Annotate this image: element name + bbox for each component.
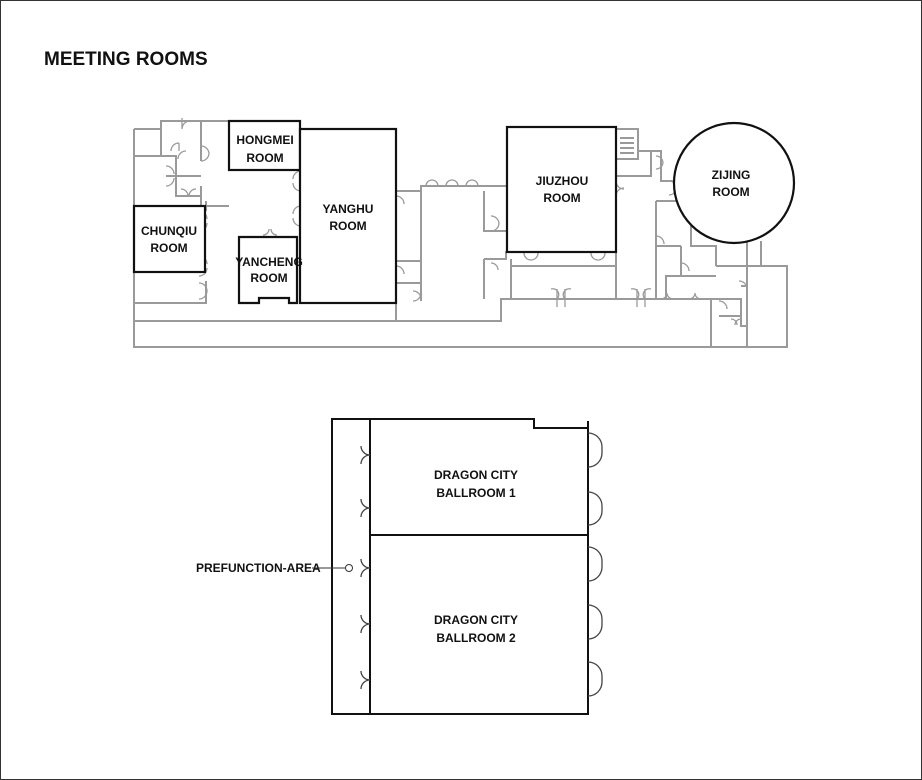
yanghu-label-2: ROOM	[329, 219, 366, 233]
ballroom1-label-2: BALLROOM 1	[436, 486, 516, 500]
jiuzhou-label-2: ROOM	[543, 191, 580, 205]
ballroom-doors	[360, 432, 603, 697]
ballroom-labels: DRAGON CITY BALLROOM 1 DRAGON CITY BALLR…	[434, 468, 518, 645]
chunqiu-label-2: ROOM	[150, 241, 187, 255]
room-yancheng	[237, 235, 299, 305]
yancheng-label-1: YANCHENG	[235, 255, 303, 269]
ballroom2-label-1: DRAGON CITY	[434, 613, 518, 627]
room-zijing	[672, 121, 796, 245]
jiuzhou-label-1: JIUZHOU	[536, 174, 589, 188]
page-title: MEETING ROOMS	[44, 49, 208, 70]
ballroom2-label-2: BALLROOM 2	[436, 631, 516, 645]
prefunction-label: PREFUNCTION-AREA	[196, 561, 321, 575]
room-labels-upper: HONGMEI ROOM YANGHU ROOM CHUNQIU ROOM YA…	[141, 133, 750, 285]
room-hongmei	[227, 119, 302, 172]
prefunction-callout: PREFUNCTION-AREA	[196, 561, 353, 575]
zijing-label-1: ZIJING	[712, 168, 751, 182]
zijing-label-2: ROOM	[712, 185, 749, 199]
yancheng-label-2: ROOM	[250, 271, 287, 285]
hongmei-label-1: HONGMEI	[236, 133, 293, 147]
yanghu-label-1: YANGHU	[323, 202, 374, 216]
room-jiuzhou	[505, 125, 618, 254]
callout-marker	[345, 564, 353, 572]
hongmei-label-2: ROOM	[246, 151, 283, 165]
chunqiu-label-1: CHUNQIU	[141, 224, 197, 238]
room-yanghu	[298, 127, 398, 305]
room-chunqiu	[132, 204, 207, 274]
meeting-rooms-upper	[132, 119, 796, 305]
ballroom1-label-1: DRAGON CITY	[434, 468, 518, 482]
ballroom-floor	[331, 418, 589, 715]
